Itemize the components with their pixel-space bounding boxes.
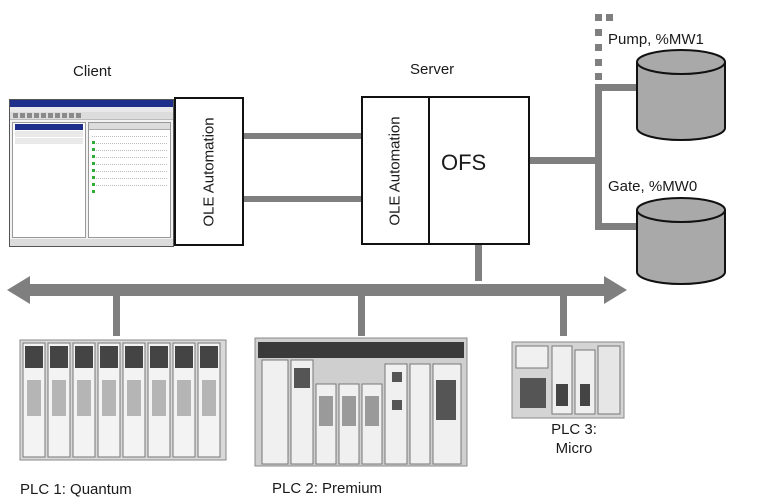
client-ole-automation-box: OLE Automation	[174, 97, 244, 246]
link-bottom	[243, 196, 363, 202]
window-title-bar	[10, 100, 173, 107]
ofs-label: OFS	[441, 150, 487, 175]
drop-plc2	[358, 296, 365, 336]
drop-plc1	[113, 296, 120, 336]
dash-1	[595, 14, 602, 21]
plc1-label: PLC 1: Quantum	[20, 481, 132, 498]
plc2-premium-icon	[254, 337, 468, 467]
db-trunk	[595, 85, 602, 230]
ofs-db-link	[528, 157, 598, 164]
dash-4	[595, 44, 602, 51]
window-menu-bar	[10, 107, 173, 112]
window-toolbar	[10, 112, 173, 120]
dash-2	[606, 14, 613, 21]
window-tree-pane	[12, 122, 86, 238]
window-status-bar	[10, 239, 173, 246]
plc1-quantum-icon	[19, 339, 227, 461]
gate-database-icon	[636, 197, 726, 285]
server-divider	[428, 98, 430, 243]
plc3-label-line1: PLC 3:	[551, 421, 597, 438]
plc3-label-line2: Micro	[555, 440, 593, 457]
dash-5	[595, 59, 602, 66]
pump-database-icon	[636, 49, 726, 141]
link-top	[243, 133, 363, 139]
plc3-micro-icon	[511, 341, 625, 419]
client-title: Client	[73, 63, 112, 80]
server-ole-label: OLE Automation	[386, 116, 404, 226]
dash-6	[595, 73, 602, 80]
window-item-pane	[88, 122, 171, 238]
fieldbus-arrow	[7, 276, 627, 304]
client-application-window	[9, 99, 174, 247]
server-bus-link	[475, 243, 482, 281]
pump-label: Pump, %MW1	[608, 31, 704, 48]
gate-label: Gate, %MW0	[608, 178, 698, 195]
client-ole-label: OLE Automation	[200, 117, 218, 227]
server-box: OLE Automation OFS	[361, 96, 530, 245]
pump-link	[595, 84, 637, 91]
gate-link	[595, 223, 637, 230]
drop-plc3	[560, 296, 567, 336]
server-title: Server	[410, 61, 455, 78]
dash-3	[595, 29, 602, 36]
plc2-label: PLC 2: Premium	[272, 480, 383, 497]
